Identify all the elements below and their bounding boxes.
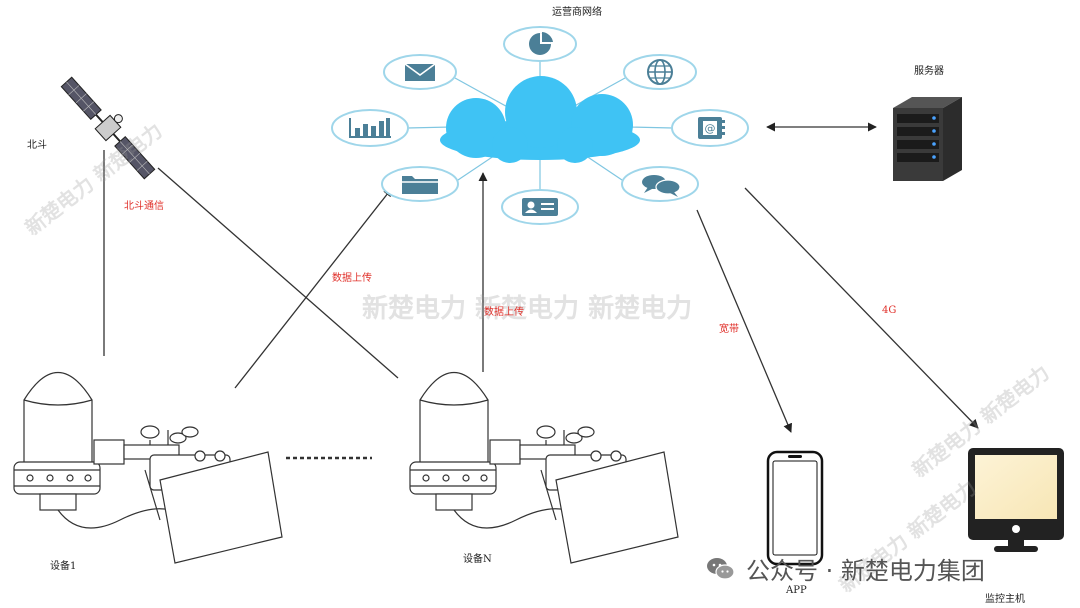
bar-chart-icon bbox=[331, 109, 409, 147]
beidou-comm-label: 北斗通信 bbox=[124, 201, 164, 212]
email-icon bbox=[383, 54, 457, 90]
device-n-drawing bbox=[409, 372, 679, 564]
data-upload-label-1: 数据上传 bbox=[332, 273, 372, 284]
network-icons: @ bbox=[331, 26, 749, 225]
footer-brand-text: 公众号 · 新楚电力集团 bbox=[746, 557, 985, 585]
device1-upload-line bbox=[234, 187, 393, 389]
server-icon bbox=[893, 97, 962, 181]
watermark-center: 新楚电力 新楚电力 新楚电力 bbox=[362, 294, 693, 324]
id-card-icon bbox=[501, 189, 579, 225]
four-g-line bbox=[744, 187, 979, 429]
app-label: APP bbox=[786, 585, 807, 596]
cloud-icon bbox=[440, 76, 640, 163]
address-book-icon: @ bbox=[671, 109, 749, 147]
satellite-icon bbox=[60, 76, 156, 180]
monitor-icon bbox=[968, 448, 1064, 552]
device-1-drawing bbox=[13, 372, 283, 564]
wechat-icon bbox=[707, 557, 735, 580]
server-label: 服务器 bbox=[914, 66, 944, 77]
globe-icon bbox=[623, 54, 697, 90]
folder-icon bbox=[381, 166, 459, 202]
beidou-to-device-n-line bbox=[157, 167, 399, 379]
monitor-host-label: 监控主机 bbox=[985, 594, 1025, 605]
chat-icon bbox=[621, 166, 699, 202]
device-1-label: 设备1 bbox=[50, 561, 77, 572]
pie-chart-icon bbox=[503, 26, 577, 62]
svg-text:@: @ bbox=[705, 122, 716, 135]
broadband-label: 宽带 bbox=[719, 324, 739, 335]
connection-lines bbox=[103, 122, 979, 460]
device-n-label: 设备N bbox=[463, 554, 492, 565]
operator-network-label: 运营商网络 bbox=[552, 7, 602, 18]
broadband-line bbox=[696, 209, 792, 433]
beidou-label: 北斗 bbox=[27, 140, 47, 151]
footer-brand: 公众号 · 新楚电力集团 bbox=[706, 551, 985, 586]
data-upload-label-2: 数据上传 bbox=[484, 307, 524, 318]
phone-icon bbox=[766, 450, 824, 566]
four-g-label: 4G bbox=[882, 305, 897, 316]
